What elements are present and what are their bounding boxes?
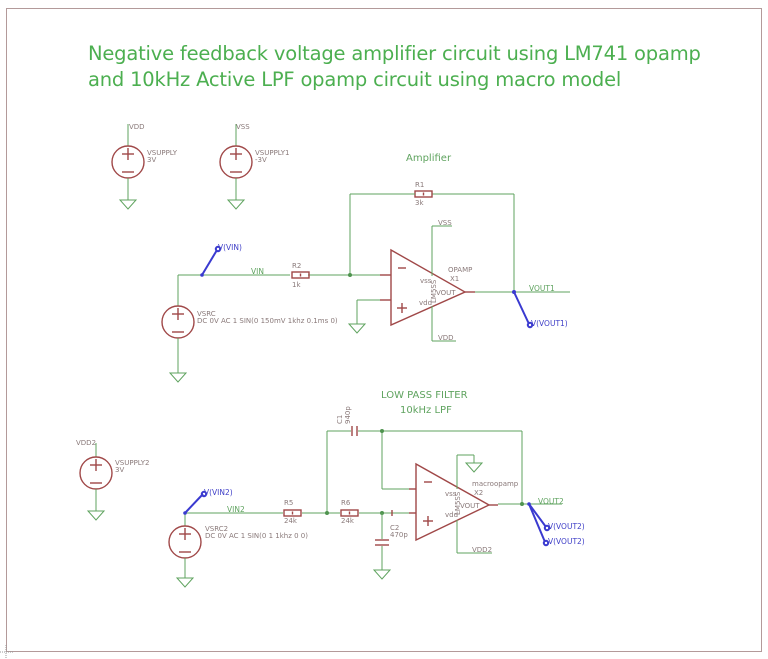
probe-vin2[interactable]: V(VIN2) <box>183 488 233 515</box>
amp-feedback-path <box>349 193 515 292</box>
schematic-frame <box>6 8 762 652</box>
opamp-x1-pin-vout: VOUT <box>436 289 456 297</box>
probe-vout2-a[interactable]: V(VOUT2) <box>527 502 585 532</box>
lpf-section-sublabel: 10kHz LPF <box>400 405 452 416</box>
probe-icon <box>542 539 550 547</box>
ground-icon <box>168 372 188 383</box>
ground-icon <box>175 577 195 588</box>
probe-vin2-label: V(VIN2) <box>204 488 233 497</box>
opamp-triangle <box>415 462 491 542</box>
probe-vin[interactable]: V(VIN) <box>200 243 242 277</box>
x1-vss-net: VSS <box>438 219 452 227</box>
r1-name: R1 <box>415 181 424 189</box>
amplifier-section-label: Amplifier <box>406 153 452 164</box>
ground-icon <box>226 199 246 210</box>
r5-name: R5 <box>284 499 293 507</box>
opamp-x2-pin-vss: vss <box>445 490 457 498</box>
ground-icon <box>86 510 106 521</box>
opamp-x2-ref: X2 <box>474 489 483 497</box>
lpf-section-label: LOW PASS FILTER <box>381 390 468 401</box>
r5-resistor[interactable]: R5 24k <box>283 499 302 525</box>
probe-vout1-label: V(VOUT1) <box>531 319 568 328</box>
vsupply-name: VSUPPLY <box>147 149 178 157</box>
opamp-x2-model: macroopamp <box>472 480 519 488</box>
probe-vin-label: V(VIN) <box>218 243 242 252</box>
vsupply1-name: VSUPPLY1 <box>255 149 290 157</box>
r5-body <box>283 509 302 517</box>
vsupply-value: 3V <box>147 156 156 164</box>
r2-value: 1k <box>292 281 301 289</box>
ground-icon <box>372 569 392 580</box>
opamp-x1-pin-vss: vss <box>420 277 432 285</box>
c1-value: 940p <box>344 406 352 424</box>
vsupply1-source[interactable]: VSS VSUPPLY1 -3V <box>219 123 290 210</box>
vsupply-source[interactable]: VDD VSUPPLY 3V <box>111 123 178 210</box>
vdd2-net-label: VDD2 <box>76 439 96 447</box>
r1-value: 3k <box>415 199 424 207</box>
vsupply2-value: 3V <box>115 466 124 474</box>
vsrc2-spec: DC 0V AC 1 SIN(0 1 1khz 0 0) <box>205 532 308 540</box>
opamp-x2[interactable]: vss vdd VOUT macroopamp X2 LM5SS <box>409 462 519 542</box>
x1-vdd-net: VDD <box>438 334 454 342</box>
r6-body <box>340 509 359 517</box>
vsupply2-name: VSUPPLY2 <box>115 459 150 467</box>
vsupply1-value: -3V <box>255 156 267 164</box>
x2-vdd2-net: VDD2 <box>472 546 492 554</box>
r5-value: 24k <box>284 517 298 525</box>
vsrc-source[interactable]: VSRC DC 0V AC 1 SIN(0 150mV 1khz 0.1ms 0… <box>161 305 338 383</box>
opamp-x2-body-label: LM5SS <box>454 491 462 515</box>
ground-icon <box>347 323 367 334</box>
vout2-net-label: VOUT2 <box>538 497 564 506</box>
opamp-triangle <box>390 248 467 327</box>
c2-capacitor[interactable]: C2 470p <box>372 513 408 580</box>
r6-name: R6 <box>341 499 351 507</box>
schematic-title: Negative feedback voltage amplifier circ… <box>88 41 701 93</box>
c1-name: C1 <box>336 415 344 424</box>
probe-vout2-b-label: V(VOUT2) <box>548 537 585 546</box>
r2-resistor[interactable]: R2 1k <box>291 262 310 289</box>
probe-vout2-b[interactable]: V(VOUT2) <box>528 503 585 547</box>
probe-vout1[interactable]: V(VOUT1) <box>513 291 568 329</box>
probe-icon <box>526 321 534 329</box>
opamp-x1-body-label: LM5SS <box>430 279 438 303</box>
vsrc-name: VSRC <box>197 310 216 318</box>
c2-name: C2 <box>390 524 399 532</box>
probe-vout2-a-label: V(VOUT2) <box>548 522 585 531</box>
opamp-x1-ref: X1 <box>450 275 459 283</box>
origin-crosshair-icon <box>0 645 14 659</box>
opamp-x1-pin-vdd: vdd <box>419 299 432 307</box>
title-line-2: and 10kHz Active LPF opamp circuit using… <box>88 68 622 91</box>
vin2-net-label: VIN2 <box>227 505 245 514</box>
r6-value: 24k <box>341 517 355 525</box>
vsrc-spec: DC 0V AC 1 SIN(0 150mV 1khz 0.1ms 0) <box>197 317 338 325</box>
probe-icon <box>543 524 551 532</box>
vsrc2-name: VSRC2 <box>205 525 228 533</box>
r2-body <box>291 271 310 279</box>
title-line-1: Negative feedback voltage amplifier circ… <box>88 42 701 65</box>
vdd-net-label: VDD <box>129 123 145 131</box>
ground-icon <box>464 462 484 473</box>
vsrc2-source[interactable]: VSRC2 DC 0V AC 1 SIN(0 1 1khz 0 0) <box>168 525 308 588</box>
opamp-x1-model: OPAMP <box>448 266 472 274</box>
probe-icon <box>200 490 208 498</box>
lpf-feedback-path <box>326 429 523 513</box>
r2-name: R2 <box>292 262 301 270</box>
opamp-x2-pin-vdd: vdd <box>445 511 458 519</box>
opamp-x1[interactable]: vss vdd VOUT OPAMP X1 LM5SS <box>380 248 475 327</box>
vin-net-label: VIN <box>251 267 264 276</box>
ground-icon <box>118 199 138 210</box>
r1-resistor[interactable]: R1 3k <box>409 181 433 207</box>
probe-icon <box>214 245 222 253</box>
c1-capacitor[interactable]: C1 940p <box>336 406 358 436</box>
vss-net-label: VSS <box>236 123 250 131</box>
c2-value: 470p <box>390 531 408 539</box>
vout1-net-label: VOUT1 <box>529 284 555 293</box>
opamp-x2-pin-vout: VOUT <box>460 502 480 510</box>
vsupply2-source[interactable]: VDD2 VSUPPLY2 3V <box>76 439 150 521</box>
r6-resistor[interactable]: R6 24k <box>340 499 359 525</box>
junction-dot <box>348 273 352 277</box>
